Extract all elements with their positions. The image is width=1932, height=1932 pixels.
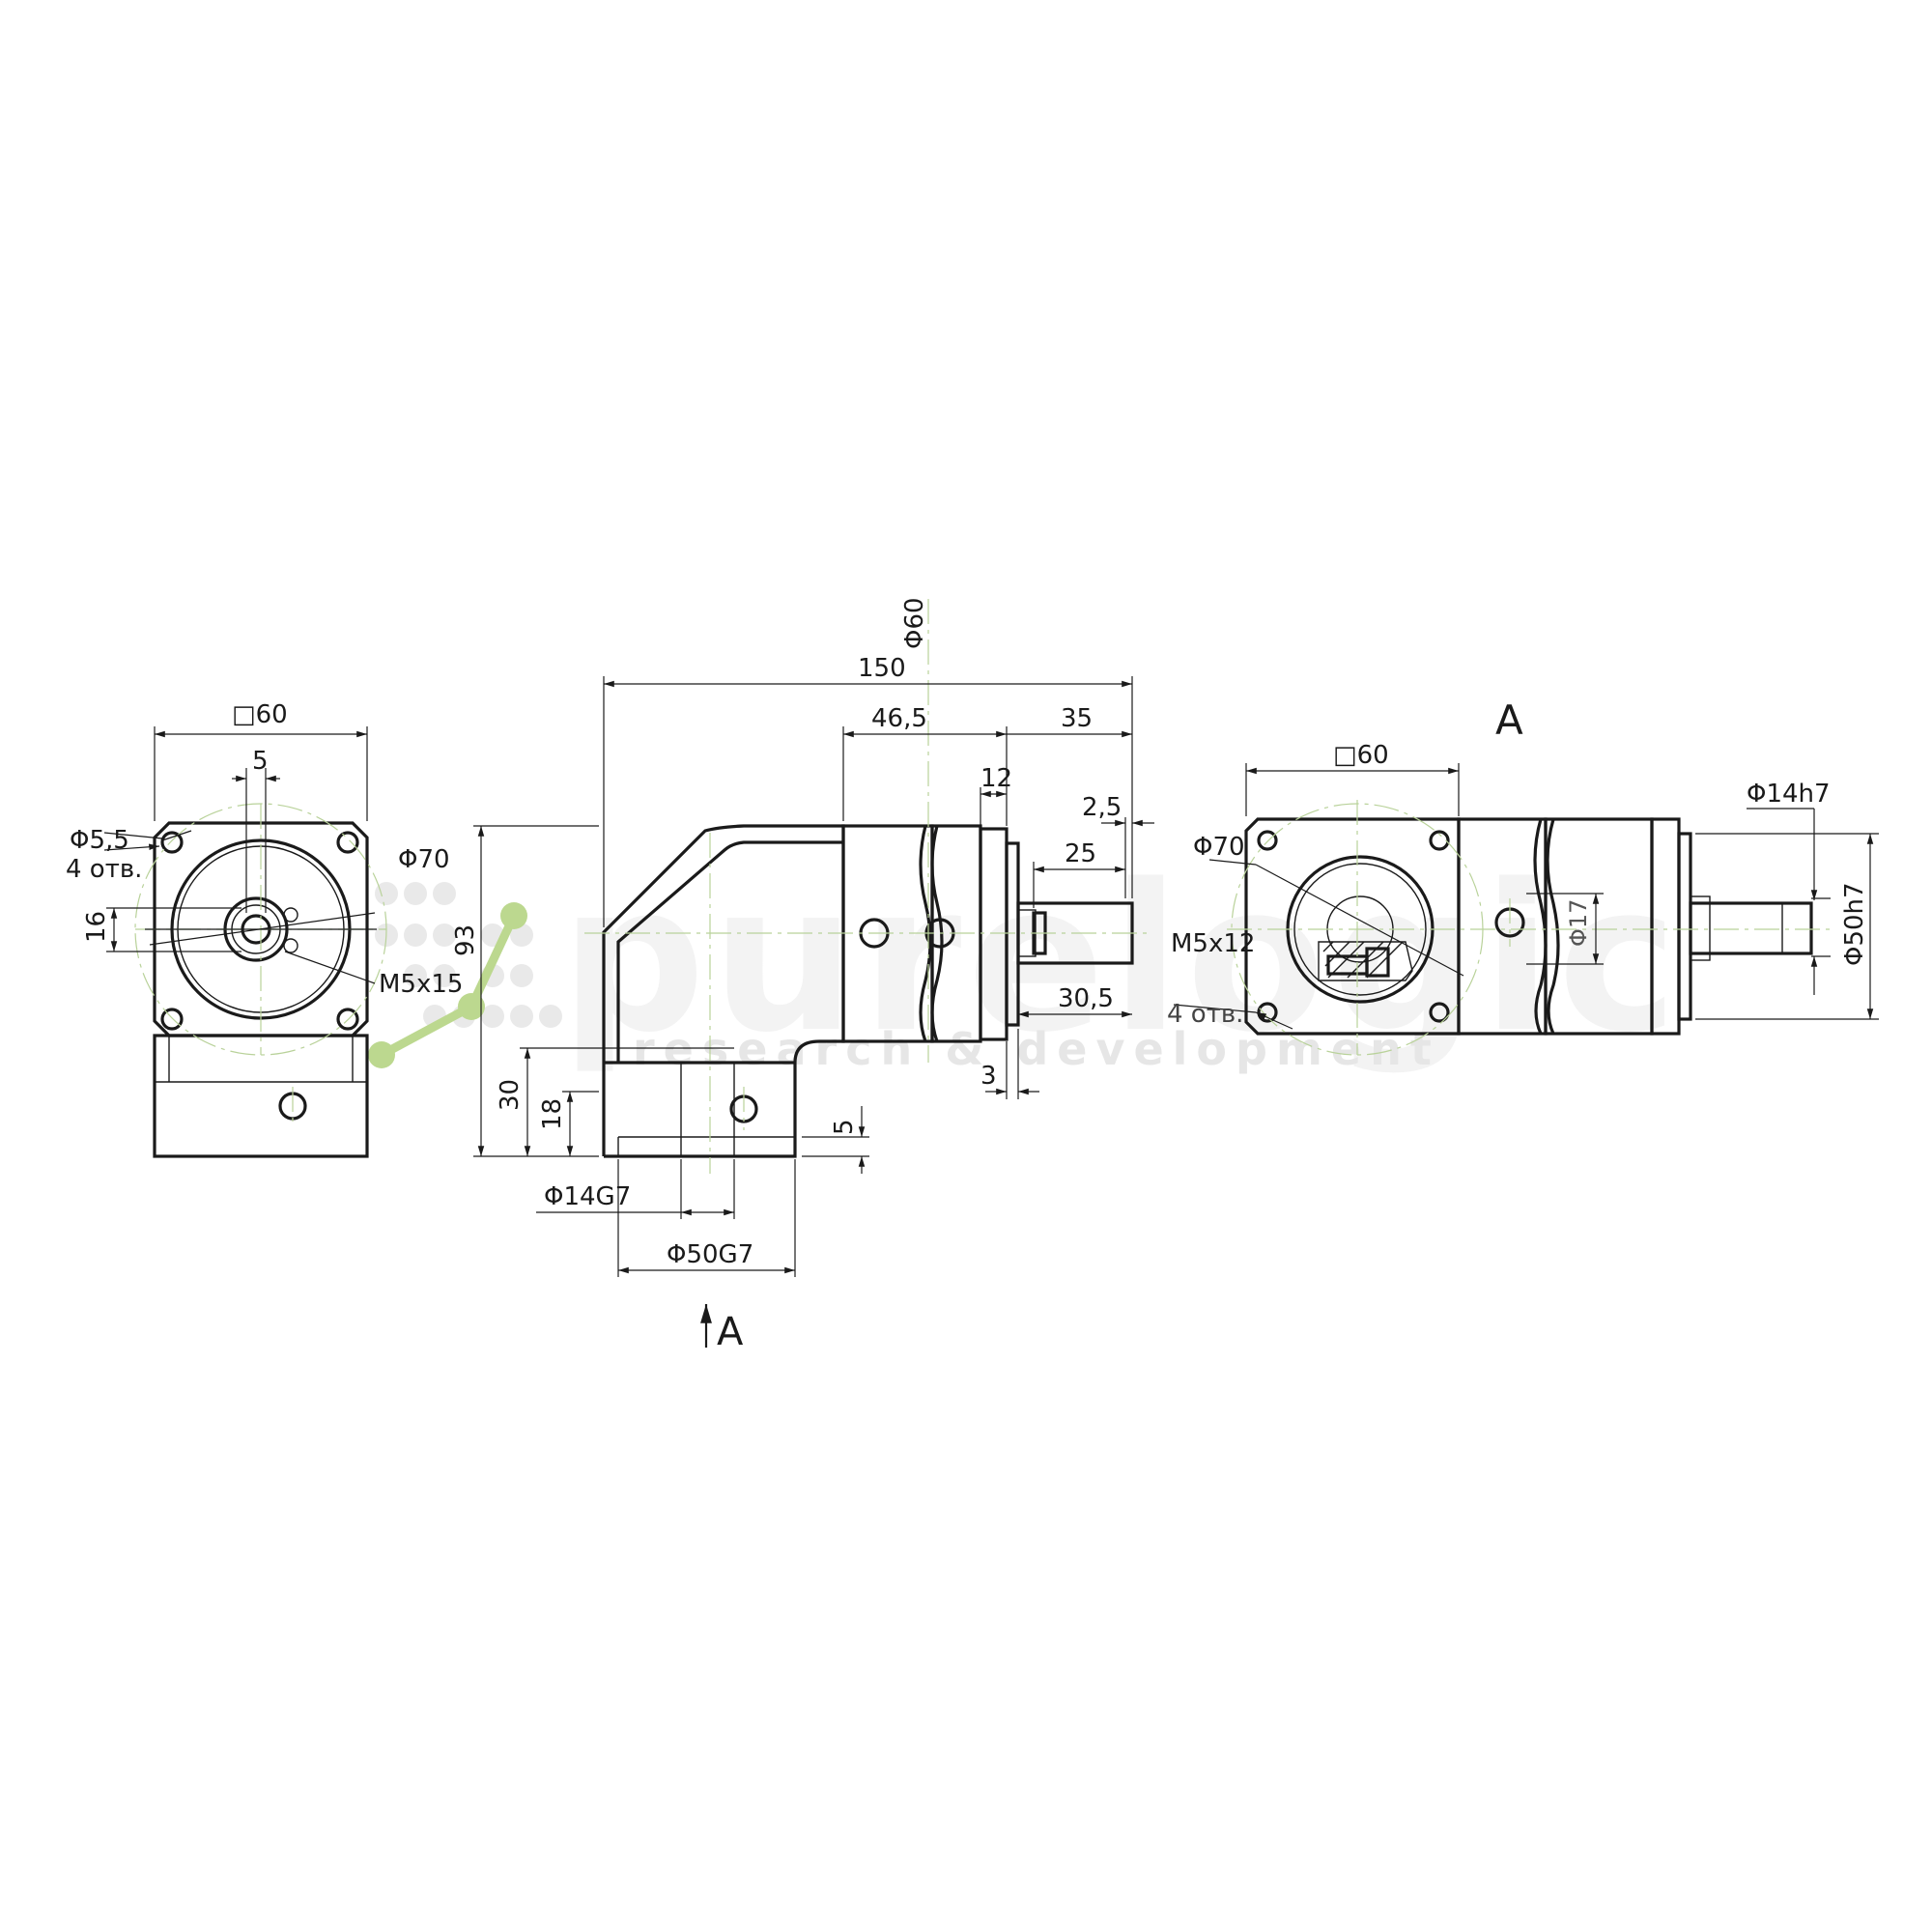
view-a bbox=[1173, 763, 1879, 1056]
side-dim-bore: Φ14G7 bbox=[544, 1182, 631, 1211]
side-dim-overall: 150 bbox=[858, 654, 906, 683]
front-dim-hole: Φ5,5 bbox=[70, 826, 129, 855]
side-dim-base-h: 30 bbox=[496, 1079, 525, 1111]
front-dim-pcd: Φ70 bbox=[398, 845, 450, 874]
watermark: purelogic research & development bbox=[368, 840, 1684, 1077]
side-dim-pilot-bore: Φ50G7 bbox=[667, 1240, 753, 1269]
side-dim-recess: 5 bbox=[830, 1119, 859, 1135]
view-a-dim-thread: M5x12 bbox=[1171, 929, 1255, 958]
view-a-dim-pcd: Φ70 bbox=[1193, 833, 1245, 862]
side-dim-key-len: 25 bbox=[1065, 839, 1096, 868]
watermark-tagline: research & development bbox=[633, 1023, 1440, 1075]
front-view bbox=[103, 726, 387, 1158]
view-a-dim-square: □60 bbox=[1333, 741, 1389, 770]
side-view-arrow-label: A bbox=[717, 1310, 744, 1354]
side-dim-pilot: 3 bbox=[980, 1062, 997, 1091]
side-dim-axis-h: 18 bbox=[538, 1098, 567, 1130]
watermark-brand: purelogic bbox=[560, 840, 1684, 1077]
view-a-dim-shaft: Φ14h7 bbox=[1747, 780, 1831, 809]
side-dim-body: 46,5 bbox=[871, 704, 927, 733]
side-dim-flange-thk: 12 bbox=[980, 764, 1012, 793]
side-dim-shoulder: 2,5 bbox=[1082, 793, 1122, 822]
view-a-dim-hole-count: 4 отв. bbox=[1167, 1000, 1243, 1029]
view-a-dim-spigot: Φ50h7 bbox=[1840, 882, 1869, 966]
side-dim-shaft-len: 35 bbox=[1061, 704, 1093, 733]
view-a-title: A bbox=[1495, 696, 1523, 744]
side-dim-height: 93 bbox=[451, 924, 480, 956]
side-dim-flange-dia: Φ60 bbox=[900, 597, 929, 649]
front-dim-offset: 5 bbox=[252, 747, 269, 776]
side-view bbox=[473, 599, 1154, 1348]
front-dim-hole-count: 4 отв. bbox=[66, 855, 142, 884]
view-a-dim-bore: Φ17 bbox=[1565, 899, 1592, 947]
front-dim-thread: M5x15 bbox=[379, 970, 463, 999]
front-dim-square: □60 bbox=[232, 700, 288, 729]
front-dim-key: 16 bbox=[82, 911, 111, 943]
side-dim-key-pos: 30,5 bbox=[1058, 984, 1114, 1013]
